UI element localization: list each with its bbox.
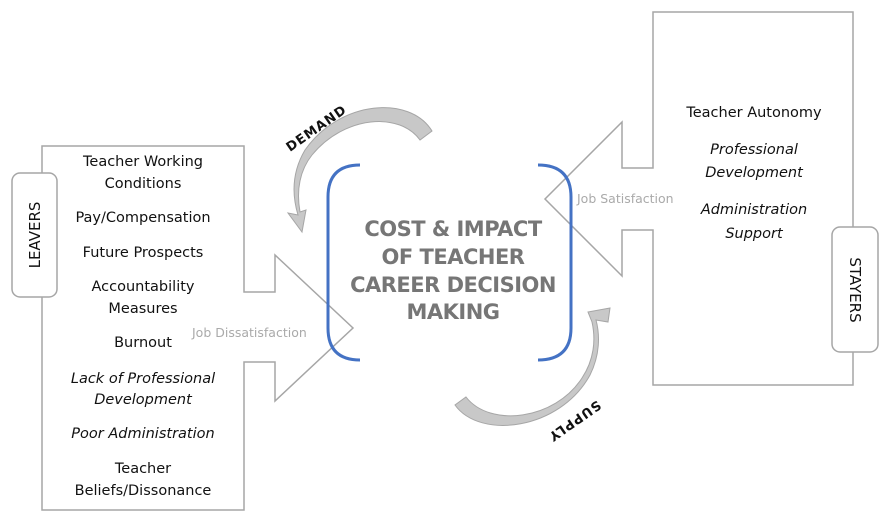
center-line: OF TEACHER	[382, 245, 525, 269]
leaver-factor: Measures	[108, 301, 177, 317]
stayers-items: Teacher Autonomy Professional Developmen…	[685, 105, 822, 242]
leaver-factor: Beliefs/Dissonance	[75, 483, 212, 499]
leavers-box-arrow	[41, 145, 355, 511]
leaver-factor: Burnout	[114, 335, 172, 351]
leaver-factor: Conditions	[105, 176, 182, 192]
center-line: CAREER DECISION	[350, 273, 556, 297]
stayer-factor: Teacher Autonomy	[685, 105, 822, 121]
leaver-factor: Accountability	[92, 279, 195, 295]
center-line: COST & IMPACT	[364, 217, 542, 241]
center-title: COST & IMPACT OF TEACHER CAREER DECISION…	[350, 217, 556, 324]
stayer-factor: Professional	[710, 142, 798, 158]
leavers-items: Teacher Working Conditions Pay/Compensat…	[71, 154, 215, 499]
right-bracket	[537, 163, 573, 362]
leaver-factor: Future Prospects	[83, 245, 204, 261]
stayers-label: STAYERS	[846, 257, 864, 322]
supply-curved-arrow	[454, 307, 611, 426]
leaver-factor: Pay/Compensation	[75, 210, 210, 226]
demand-curved-arrow	[286, 107, 433, 234]
leavers-label: LEAVERS	[26, 202, 44, 269]
stayer-factor: Support	[725, 226, 784, 242]
leaver-factor: Teacher	[114, 461, 171, 477]
stayer-factor: Development	[705, 165, 804, 181]
left-bracket	[326, 163, 361, 362]
leaver-factor: Development	[94, 392, 193, 408]
job-satisfaction-label: Job Satisfaction	[576, 191, 674, 206]
job-dissatisfaction-label: Job Dissatisfaction	[191, 325, 307, 340]
stayers-tab	[831, 226, 879, 353]
center-line: MAKING	[406, 300, 499, 324]
leavers-tab	[11, 172, 58, 298]
leaver-factor: Teacher Working	[82, 154, 203, 170]
leaver-factor: Lack of Professional	[71, 371, 215, 387]
leaver-factor: Poor Administration	[71, 426, 214, 442]
stayer-factor: Administration	[700, 202, 807, 218]
stayers-box-arrow	[543, 11, 854, 386]
